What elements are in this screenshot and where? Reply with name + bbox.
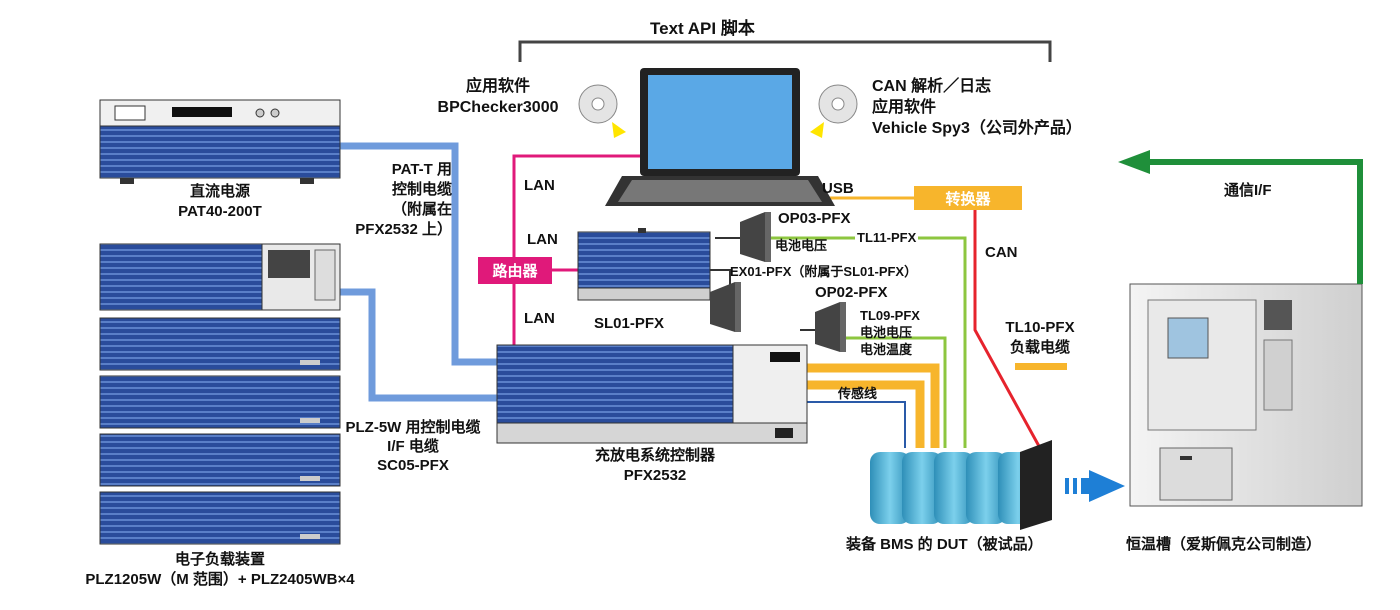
op02-sub: TL09-PFX 电池电压 电池温度 [860, 307, 920, 358]
tl10-swatch [1015, 363, 1067, 370]
tl10-line2: 负载电缆 [1009, 339, 1070, 356]
dc-power-supply [99, 99, 341, 184]
right-software-line1: CAN 解析／日志 [872, 78, 992, 95]
right-software-line3: Vehicle Spy3（公司外产品） [872, 120, 1082, 137]
tl10-label: TL10-PFX 负载电缆 [985, 318, 1095, 358]
lan-line [512, 154, 640, 258]
climate-chamber [1129, 283, 1363, 507]
pat-cable-line4: PFX2532 上） [355, 221, 452, 238]
controller-line2: PFX2532 [623, 467, 687, 484]
electronic-load-stack [99, 243, 341, 545]
laptop [605, 68, 835, 206]
plz-cable-line3: SC05-PFX [377, 457, 449, 474]
text-api-label: Text API 脚本 [650, 19, 755, 38]
sl01-unit [577, 228, 711, 301]
dc-supply-line1: 直流电源 [189, 183, 250, 200]
op02-box [815, 302, 846, 352]
load-cable-2 [800, 380, 925, 448]
tl09-cable [840, 336, 947, 448]
load-line2: PLZ1205W（M 范围）+ PLZ2405WB×4 [85, 571, 355, 588]
converter-box: 转换器 [914, 186, 1022, 210]
dc-supply-label: 直流电源 PAT40-200T [145, 182, 295, 222]
dut-to-chamber-arrow [1065, 470, 1125, 502]
comm-label: 通信I/F [1224, 182, 1272, 199]
pat-cable-line1: PAT-T 用 [391, 161, 452, 178]
load-label: 电子负载装置 PLZ1205W（M 范围）+ PLZ2405WB×4 [40, 550, 400, 590]
sense-label: 传感线 [838, 386, 878, 401]
dut-battery-cells [870, 440, 1052, 530]
sl01-label: SL01-PFX [594, 315, 665, 332]
can-label: CAN [985, 244, 1018, 261]
usb-label: USB [822, 180, 854, 197]
controller-label: 充放电系统控制器 PFX2532 [565, 446, 745, 486]
pat-control-cable [340, 142, 505, 366]
comm-line [1150, 159, 1363, 284]
pat-cable-line3: （附属在 [391, 201, 452, 218]
ex01-label: EX01-PFX（附属于SL01-PFX） [730, 264, 918, 279]
pat-cable-line2: 控制电缆 [391, 181, 452, 198]
text-api-bracket [518, 40, 1052, 62]
sense-line [800, 401, 906, 448]
pat-cable-label: PAT-T 用 控制电缆 （附属在 PFX2532 上） [340, 160, 452, 240]
op02-sub-line1: 电池电压 [860, 325, 913, 340]
cd-left-graphic [578, 84, 626, 138]
lan-label-2: LAN [527, 231, 558, 248]
left-software-line2: BPChecker3000 [437, 99, 559, 116]
chamber-label: 恒温槽（爱斯佩克公司制造） [1126, 536, 1322, 553]
lan-label-1: LAN [524, 177, 555, 194]
left-software-line1: 应用软件 [465, 78, 530, 95]
plz-control-cable [340, 288, 505, 402]
dc-supply-line2: PAT40-200T [178, 203, 262, 220]
op03-sub-label: 电池电压 [775, 238, 828, 253]
op02-sub-line2: 电池温度 [860, 342, 913, 357]
plz-cable-line1: PLZ-5W 用控制电缆 [345, 419, 481, 436]
right-software-label: CAN 解析／日志 应用软件 Vehicle Spy3（公司外产品） [872, 76, 1082, 139]
op03-box [740, 212, 771, 262]
pfx2532-controller [496, 344, 808, 444]
load-cable-1 [800, 363, 940, 448]
left-software-label: 应用软件 BPChecker3000 [418, 76, 578, 118]
comm-arrowhead [1118, 150, 1150, 174]
controller-line1: 充放电系统控制器 [594, 447, 715, 464]
dut-label: 装备 BMS 的 DUT（被试品） [846, 536, 1043, 553]
tl10-line1: TL10-PFX [1005, 319, 1075, 336]
op-link-2 [710, 269, 731, 290]
plz-cable-label: PLZ-5W 用控制电缆 I/F 电缆 SC05-PFX [338, 418, 488, 475]
op03-label: OP03-PFX [778, 210, 851, 227]
router-box: 路由器 [478, 257, 552, 284]
tl11-cable [770, 236, 967, 448]
plz-cable-line2: I/F 电缆 [387, 438, 439, 455]
can-line [973, 210, 1042, 449]
load-line1: 电子负载装置 [174, 551, 265, 568]
right-software-line2: 应用软件 [872, 99, 937, 116]
tl11-label: TL11-PFX [855, 230, 919, 245]
op02-label: OP02-PFX [815, 284, 888, 301]
tl09-label: TL09-PFX [860, 308, 920, 323]
cd-right-graphic [810, 84, 858, 138]
ex01-box [710, 282, 741, 332]
lan-label-3: LAN [524, 310, 555, 327]
